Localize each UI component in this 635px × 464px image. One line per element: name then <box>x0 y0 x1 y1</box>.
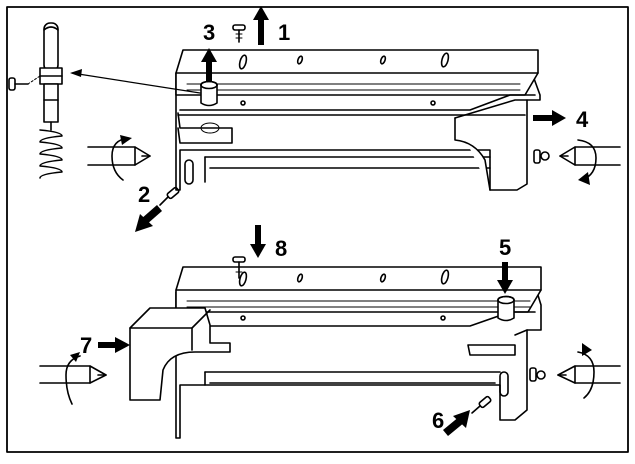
screw <box>471 395 492 414</box>
arrow-step-2 <box>135 205 162 232</box>
screw <box>232 256 246 279</box>
screw <box>159 186 180 206</box>
arrow-step-1 <box>253 6 269 45</box>
step-label-7: 7 <box>80 333 92 358</box>
rod-right-bottom <box>529 343 621 399</box>
top-frame <box>175 72 541 191</box>
step-label-3: 3 <box>203 20 215 45</box>
step-label-1: 1 <box>278 20 290 45</box>
arrow-step-8 <box>250 225 266 258</box>
step-label-6: 6 <box>432 408 444 433</box>
bushing <box>200 80 218 107</box>
arrow-step-7 <box>98 337 130 353</box>
step-label-5: 5 <box>499 235 511 260</box>
step-label-4: 4 <box>576 107 589 132</box>
bushing <box>497 295 515 322</box>
step-label-8: 8 <box>275 236 287 261</box>
diagram-border <box>6 6 629 453</box>
arrow-step-5 <box>497 262 513 294</box>
top-assembly <box>70 24 541 191</box>
pin-detail <box>8 22 63 179</box>
rod-left-bottom <box>39 352 107 405</box>
side-block <box>129 307 231 401</box>
arrow-step-4 <box>533 110 566 126</box>
screw <box>533 149 550 164</box>
arrow-step-6 <box>443 410 470 436</box>
screw <box>232 24 246 43</box>
bottom-assembly <box>175 256 542 439</box>
step-arrows <box>98 6 566 436</box>
screw <box>529 367 546 382</box>
bottom-frame <box>175 291 542 439</box>
step-label-2: 2 <box>138 182 150 207</box>
arrow-step-3 <box>201 48 217 82</box>
slot <box>238 54 248 70</box>
screw <box>8 75 41 91</box>
slot <box>184 159 194 185</box>
rod-left-top <box>87 135 151 181</box>
rod-right-top <box>533 139 621 185</box>
